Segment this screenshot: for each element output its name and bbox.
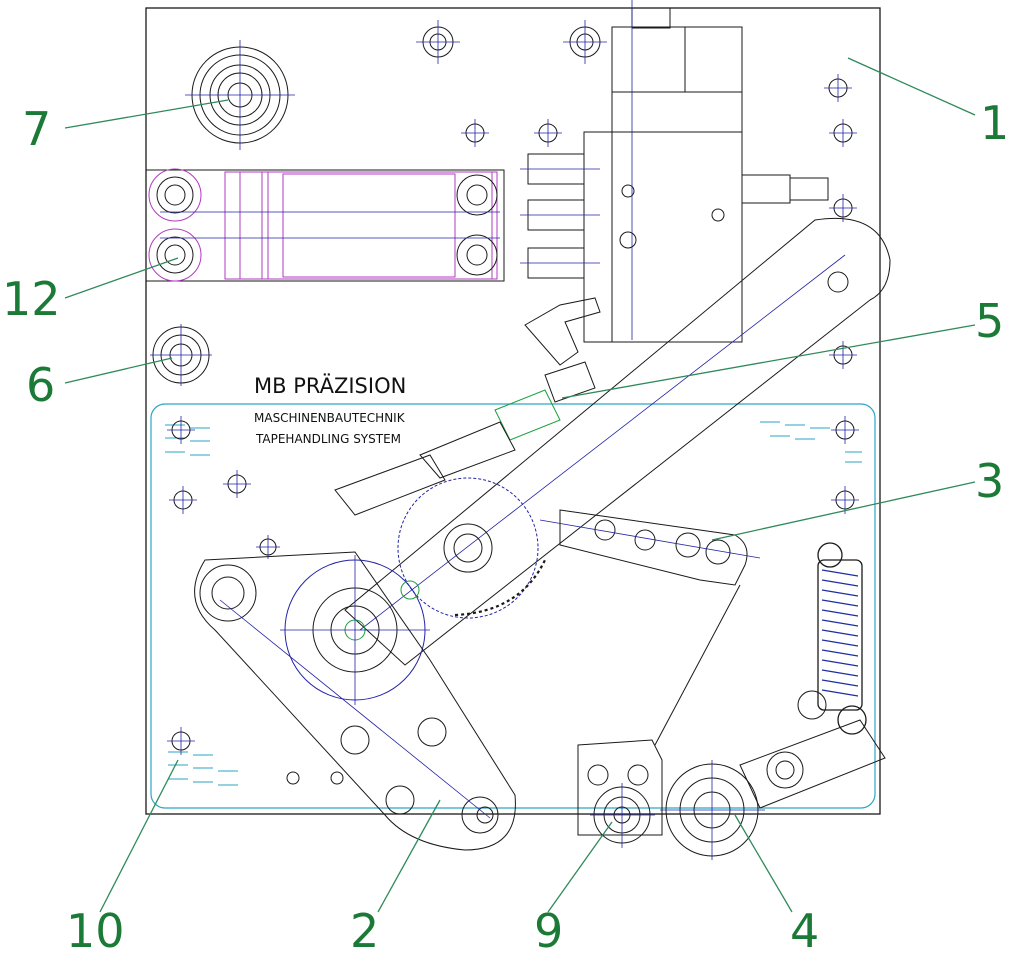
brand-line-2: TAPEHANDLING SYSTEM bbox=[256, 432, 402, 446]
leader-3 bbox=[711, 481, 976, 541]
callout-10: 10 bbox=[66, 904, 125, 958]
leader-7 bbox=[64, 99, 229, 129]
callout-1: 1 bbox=[980, 96, 1010, 150]
base-plate bbox=[145, 7, 881, 815]
brand-title: MB PRÄZISION bbox=[254, 374, 407, 398]
callout-12: 12 bbox=[2, 272, 61, 326]
cover-hatch-marks bbox=[165, 421, 862, 786]
roller-7 bbox=[185, 40, 295, 150]
cylinder-12 bbox=[145, 168, 505, 282]
hole bbox=[286, 771, 300, 785]
callout-2: 2 bbox=[350, 904, 380, 958]
guide-roller-9 bbox=[577, 739, 663, 848]
leader-1 bbox=[847, 57, 976, 116]
swing-arm bbox=[344, 217, 891, 666]
roller-6 bbox=[150, 324, 212, 386]
leader-2 bbox=[377, 799, 441, 913]
callout-7: 7 bbox=[22, 102, 52, 156]
leader-lines bbox=[64, 57, 976, 913]
gear-sector bbox=[397, 477, 546, 619]
leader-12 bbox=[64, 257, 179, 299]
bracket-3 bbox=[539, 509, 761, 746]
brand-line-1: MASCHINENBAUTECHNIK bbox=[254, 411, 405, 425]
mounting-holes bbox=[171, 26, 855, 785]
callout-4: 4 bbox=[790, 904, 820, 958]
leader-6 bbox=[64, 357, 173, 384]
leader-4 bbox=[734, 814, 793, 913]
callout-6: 6 bbox=[26, 358, 56, 412]
hole bbox=[330, 771, 344, 785]
tensioner-4 bbox=[660, 690, 886, 860]
spring bbox=[817, 542, 867, 735]
main-pulley bbox=[280, 555, 430, 705]
leader-9 bbox=[547, 821, 613, 913]
callout-9: 9 bbox=[534, 904, 564, 958]
pneumatic-cylinder-5 bbox=[334, 297, 601, 516]
valve-block bbox=[520, 0, 829, 343]
leader-10 bbox=[99, 759, 179, 913]
callout-3: 3 bbox=[975, 454, 1005, 508]
leader-5 bbox=[561, 324, 976, 399]
lever-2 bbox=[194, 551, 516, 851]
callout-5: 5 bbox=[975, 294, 1005, 348]
hole-crosshairs bbox=[167, 20, 859, 755]
cover-outline bbox=[150, 403, 876, 809]
